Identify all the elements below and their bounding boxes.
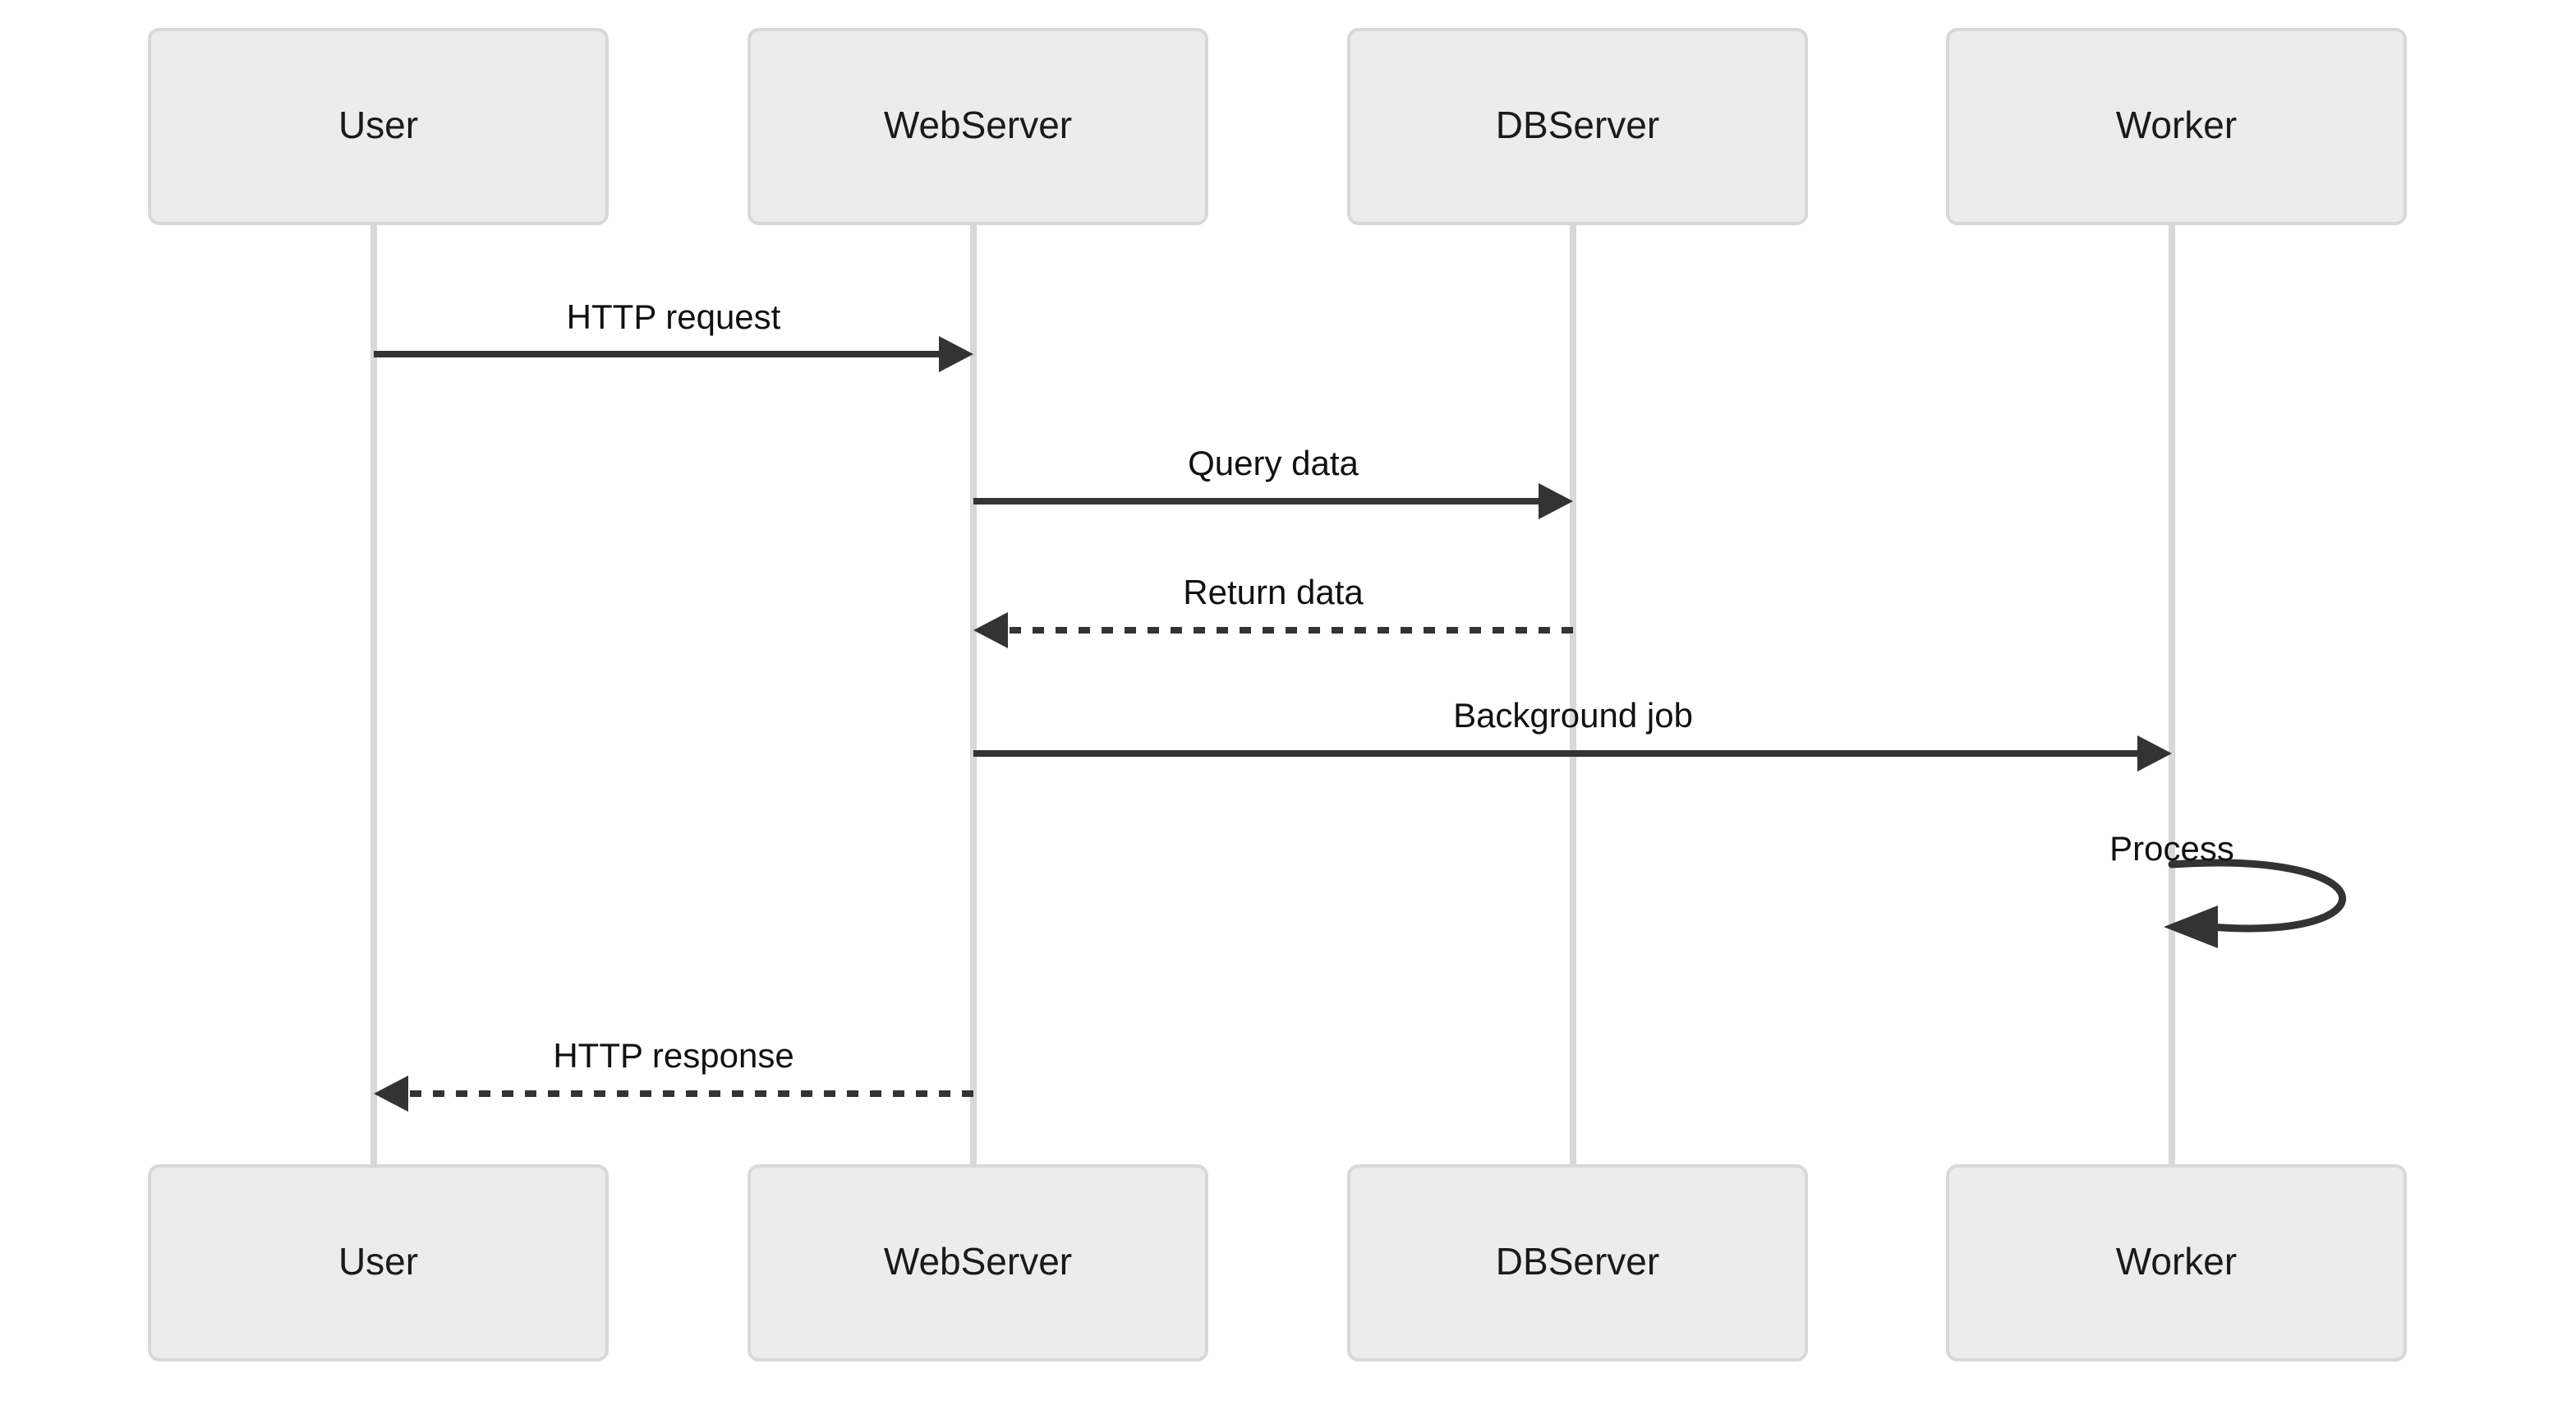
footer-participant-box-dbserver[interactable] bbox=[1347, 1164, 1808, 1362]
header-participant-boxes-group: User WebServer DBServer Worker bbox=[148, 28, 2407, 225]
footer-participant-label-dbserver: DBServer bbox=[1496, 1240, 1659, 1283]
message-2-query-data[interactable]: Query data bbox=[973, 444, 1573, 519]
message-label-3: Return data bbox=[1183, 573, 1364, 611]
footer-participant-boxes-group: User WebServer DBServer Worker bbox=[148, 1164, 2407, 1362]
arrow-head-icon-2 bbox=[1539, 483, 1573, 519]
footer-participant-worker[interactable]: Worker bbox=[1946, 1164, 2407, 1362]
message-loop-curve-5 bbox=[2168, 859, 2347, 933]
message-6-http-response[interactable]: HTTP response bbox=[374, 1036, 973, 1112]
footer-participant-label-worker: Worker bbox=[2116, 1240, 2237, 1283]
arrow-head-icon-5 bbox=[2164, 905, 2218, 948]
header-participant-label-dbserver: DBServer bbox=[1496, 104, 1659, 146]
header-participant-label-user: User bbox=[338, 104, 418, 146]
header-participant-box-worker[interactable] bbox=[1946, 28, 2407, 225]
message-5-process[interactable]: Process bbox=[2109, 829, 2347, 948]
footer-participant-label-user: User bbox=[338, 1240, 418, 1283]
message-label-5: Process bbox=[2109, 829, 2234, 868]
header-participant-webserver[interactable]: WebServer bbox=[748, 28, 1208, 225]
message-4-background-job[interactable]: Background job bbox=[973, 696, 2172, 772]
header-participant-dbserver[interactable]: DBServer bbox=[1347, 28, 1808, 225]
message-label-2: Query data bbox=[1188, 444, 1359, 482]
footer-participant-box-worker[interactable] bbox=[1946, 1164, 2407, 1362]
message-label-6: HTTP response bbox=[553, 1036, 794, 1075]
message-label-1: HTTP request bbox=[567, 297, 781, 336]
header-participant-worker[interactable]: Worker bbox=[1946, 28, 2407, 225]
message-3-return-data[interactable]: Return data bbox=[973, 573, 1573, 648]
message-label-4: Background job bbox=[1453, 696, 1693, 735]
lifelines-group bbox=[370, 223, 2175, 1166]
arrow-head-icon-4 bbox=[2137, 735, 2172, 772]
header-participant-box-webserver[interactable] bbox=[748, 28, 1208, 225]
header-participant-box-user[interactable] bbox=[148, 28, 609, 225]
arrow-head-icon-3 bbox=[973, 612, 1008, 648]
message-1-http-request[interactable]: HTTP request bbox=[374, 297, 973, 372]
footer-participant-box-webserver[interactable] bbox=[748, 1164, 1208, 1362]
footer-participant-webserver[interactable]: WebServer bbox=[748, 1164, 1208, 1362]
footer-participant-label-webserver: WebServer bbox=[884, 1240, 1072, 1283]
arrow-head-icon-1 bbox=[939, 336, 973, 372]
footer-participant-dbserver[interactable]: DBServer bbox=[1347, 1164, 1808, 1362]
arrow-head-icon-6 bbox=[374, 1076, 408, 1112]
header-participant-box-dbserver[interactable] bbox=[1347, 28, 1808, 225]
footer-participant-box-user[interactable] bbox=[148, 1164, 609, 1362]
footer-participant-user[interactable]: User bbox=[148, 1164, 609, 1362]
header-participant-label-webserver: WebServer bbox=[884, 104, 1072, 146]
header-participant-user[interactable]: User bbox=[148, 28, 609, 225]
header-participant-label-worker: Worker bbox=[2116, 104, 2237, 146]
